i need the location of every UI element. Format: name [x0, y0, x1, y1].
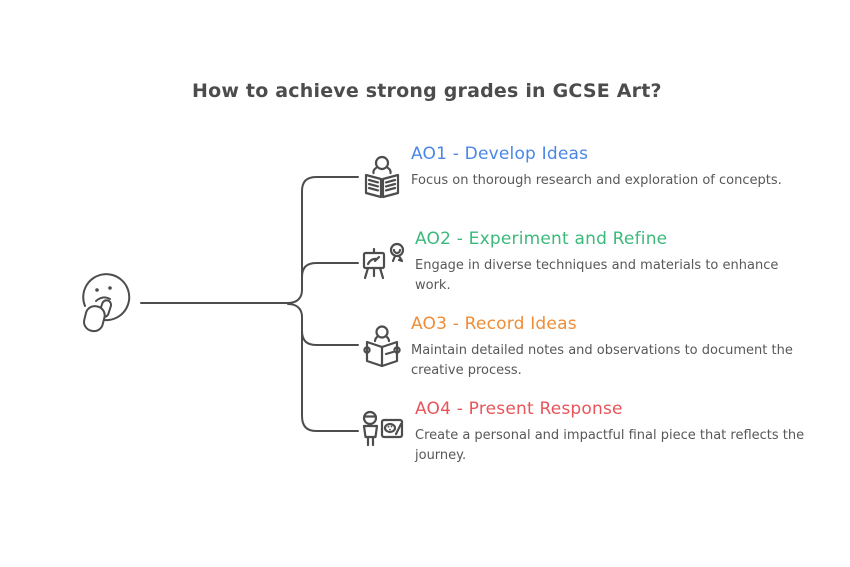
easel-award-icon	[362, 242, 405, 280]
branch-ao2: AO2 - Experiment and Refine Engage in di…	[360, 229, 807, 296]
presenter-palette-icon	[362, 410, 404, 447]
branch-heading-ao4: AO4 - Present Response	[415, 399, 623, 419]
branch-line-ao3	[287, 303, 359, 346]
study-open-book-icon	[364, 155, 400, 199]
branch-description-ao2: Engage in diverse techniques and materia…	[415, 258, 779, 293]
branch-description-ao3: Maintain detailed notes and observations…	[411, 343, 793, 378]
branch-lines	[140, 176, 359, 432]
branch-ao4: AO4 - Present Response Create a personal…	[360, 399, 807, 466]
branch-line-ao2	[301, 262, 359, 291]
branch-heading-ao3: AO3 - Record Ideas	[411, 314, 577, 334]
page-title: How to achieve strong grades in GCSE Art…	[192, 80, 662, 102]
branch-heading-ao2: AO2 - Experiment and Refine	[415, 229, 668, 249]
person-reading-book-icon	[363, 325, 401, 368]
branch-ao1: AO1 - Develop Ideas Focus on thorough re…	[360, 144, 803, 202]
branch-heading-ao1: AO1 - Develop Ideas	[411, 144, 589, 164]
branch-ao3: AO3 - Record Ideas Maintain detailed not…	[360, 314, 803, 381]
branch-description-ao1: Focus on thorough research and explorati…	[411, 173, 782, 188]
branch-line-ao1	[287, 176, 359, 304]
branch-description-ao4: Create a personal and impactful final pi…	[415, 428, 805, 463]
thinking-face-icon	[82, 273, 131, 333]
branch-line-ao4	[301, 316, 359, 432]
